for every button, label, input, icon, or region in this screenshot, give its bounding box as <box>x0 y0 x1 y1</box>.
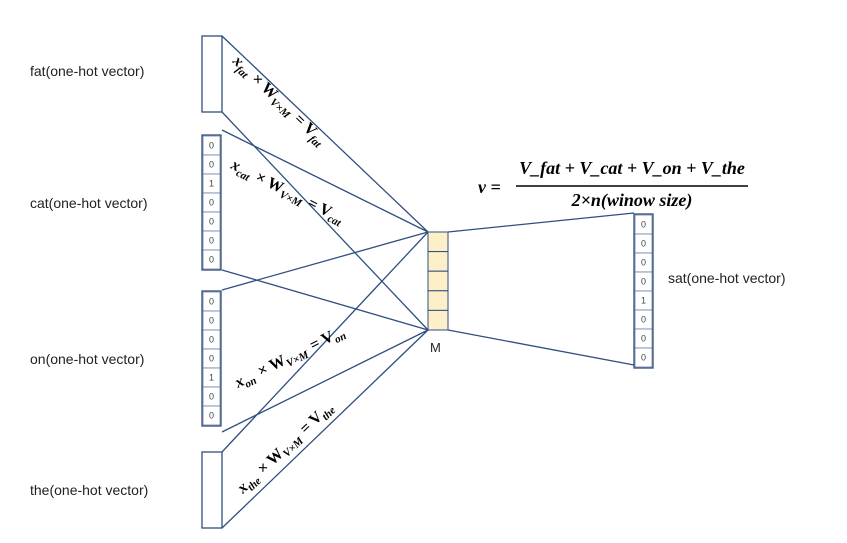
label-on: on(one-hot vector) <box>30 351 144 367</box>
vector-sat-cell-value: 1 <box>641 296 646 306</box>
vector-sat-cell-value: 0 <box>641 220 646 230</box>
average-formula: v = V_fat + V_cat + V_on + V_the 2×n(win… <box>478 158 748 211</box>
vector-sat-cell <box>634 347 653 368</box>
equation-on: xon× WV×M= Von <box>231 323 348 395</box>
vector-on-cell-value: 1 <box>209 373 214 383</box>
label-cat: cat(one-hot vector) <box>30 195 148 211</box>
hidden-cell <box>427 270 449 292</box>
vector-on-cell <box>202 405 221 426</box>
equation-the: xthe× WV×M= Vthe <box>233 399 338 500</box>
line-the-top <box>221 231 429 453</box>
vector-sat-cell-value: 0 <box>641 239 646 249</box>
vector-fat <box>201 35 223 113</box>
formula-lhs: v = <box>478 177 501 197</box>
vector-on-cell-value: 0 <box>209 316 214 326</box>
label-sat: sat(one-hot vector) <box>668 270 786 286</box>
hidden-layer <box>427 231 449 331</box>
vector-cat-cell-value: 0 <box>209 255 214 265</box>
formula-numerator: V_fat + V_cat + V_on + V_the <box>519 158 745 178</box>
vector-sat-cell-value: 0 <box>641 277 646 287</box>
hidden-label: M <box>430 340 441 355</box>
label-fat: fat(one-hot vector) <box>30 63 144 79</box>
hidden-cell <box>427 251 449 272</box>
hidden-cell <box>427 309 449 331</box>
vector-on-cell-value: 0 <box>209 411 214 421</box>
line-cat-bottom <box>221 269 429 331</box>
vector-cat-cell-value: 0 <box>209 141 214 151</box>
vector-cat: 0 0 1 0 0 0 0 <box>201 134 222 271</box>
hidden-cell <box>427 290 449 311</box>
vector-the <box>201 451 223 529</box>
vector-cat-cell-value: 0 <box>209 198 214 208</box>
line-fat-bottom <box>221 111 429 331</box>
line-cat-top <box>221 129 429 233</box>
vector-sat-cell-value: 0 <box>641 315 646 325</box>
vector-on-cell-value: 0 <box>209 354 214 364</box>
line-on-top <box>221 231 429 291</box>
vector-cat-cell-value: 0 <box>209 217 214 227</box>
vector-cat-cell-value: 0 <box>209 236 214 246</box>
equation-cat: xcat× WV×M= Vcat <box>226 156 347 230</box>
hidden-cell <box>427 231 449 253</box>
line-out-top <box>447 212 635 233</box>
label-the: the(one-hot vector) <box>30 482 148 498</box>
vector-on-cell-value: 0 <box>209 335 214 345</box>
formula-denominator: 2×n(winow size) <box>571 190 693 211</box>
line-the-bottom <box>221 329 429 529</box>
equation-fat: xfat× WV×M= Vfat <box>226 52 329 151</box>
vector-cat-cell <box>202 249 221 270</box>
line-out-bottom <box>447 329 635 366</box>
vector-on: 0 0 0 0 1 0 0 <box>201 290 222 427</box>
connection-lines <box>221 35 635 529</box>
vector-cat-cell-value: 1 <box>209 179 214 189</box>
vector-sat-cell-value: 0 <box>641 353 646 363</box>
vector-sat-cell-value: 0 <box>641 334 646 344</box>
line-fat-top <box>221 35 429 233</box>
vector-sat-cell-value: 0 <box>641 258 646 268</box>
vector-on-cell-value: 0 <box>209 392 214 402</box>
vector-cat-cell-value: 0 <box>209 160 214 170</box>
vector-on-cell-value: 0 <box>209 297 214 307</box>
vector-sat: 0 0 0 0 1 0 0 0 <box>633 213 654 369</box>
